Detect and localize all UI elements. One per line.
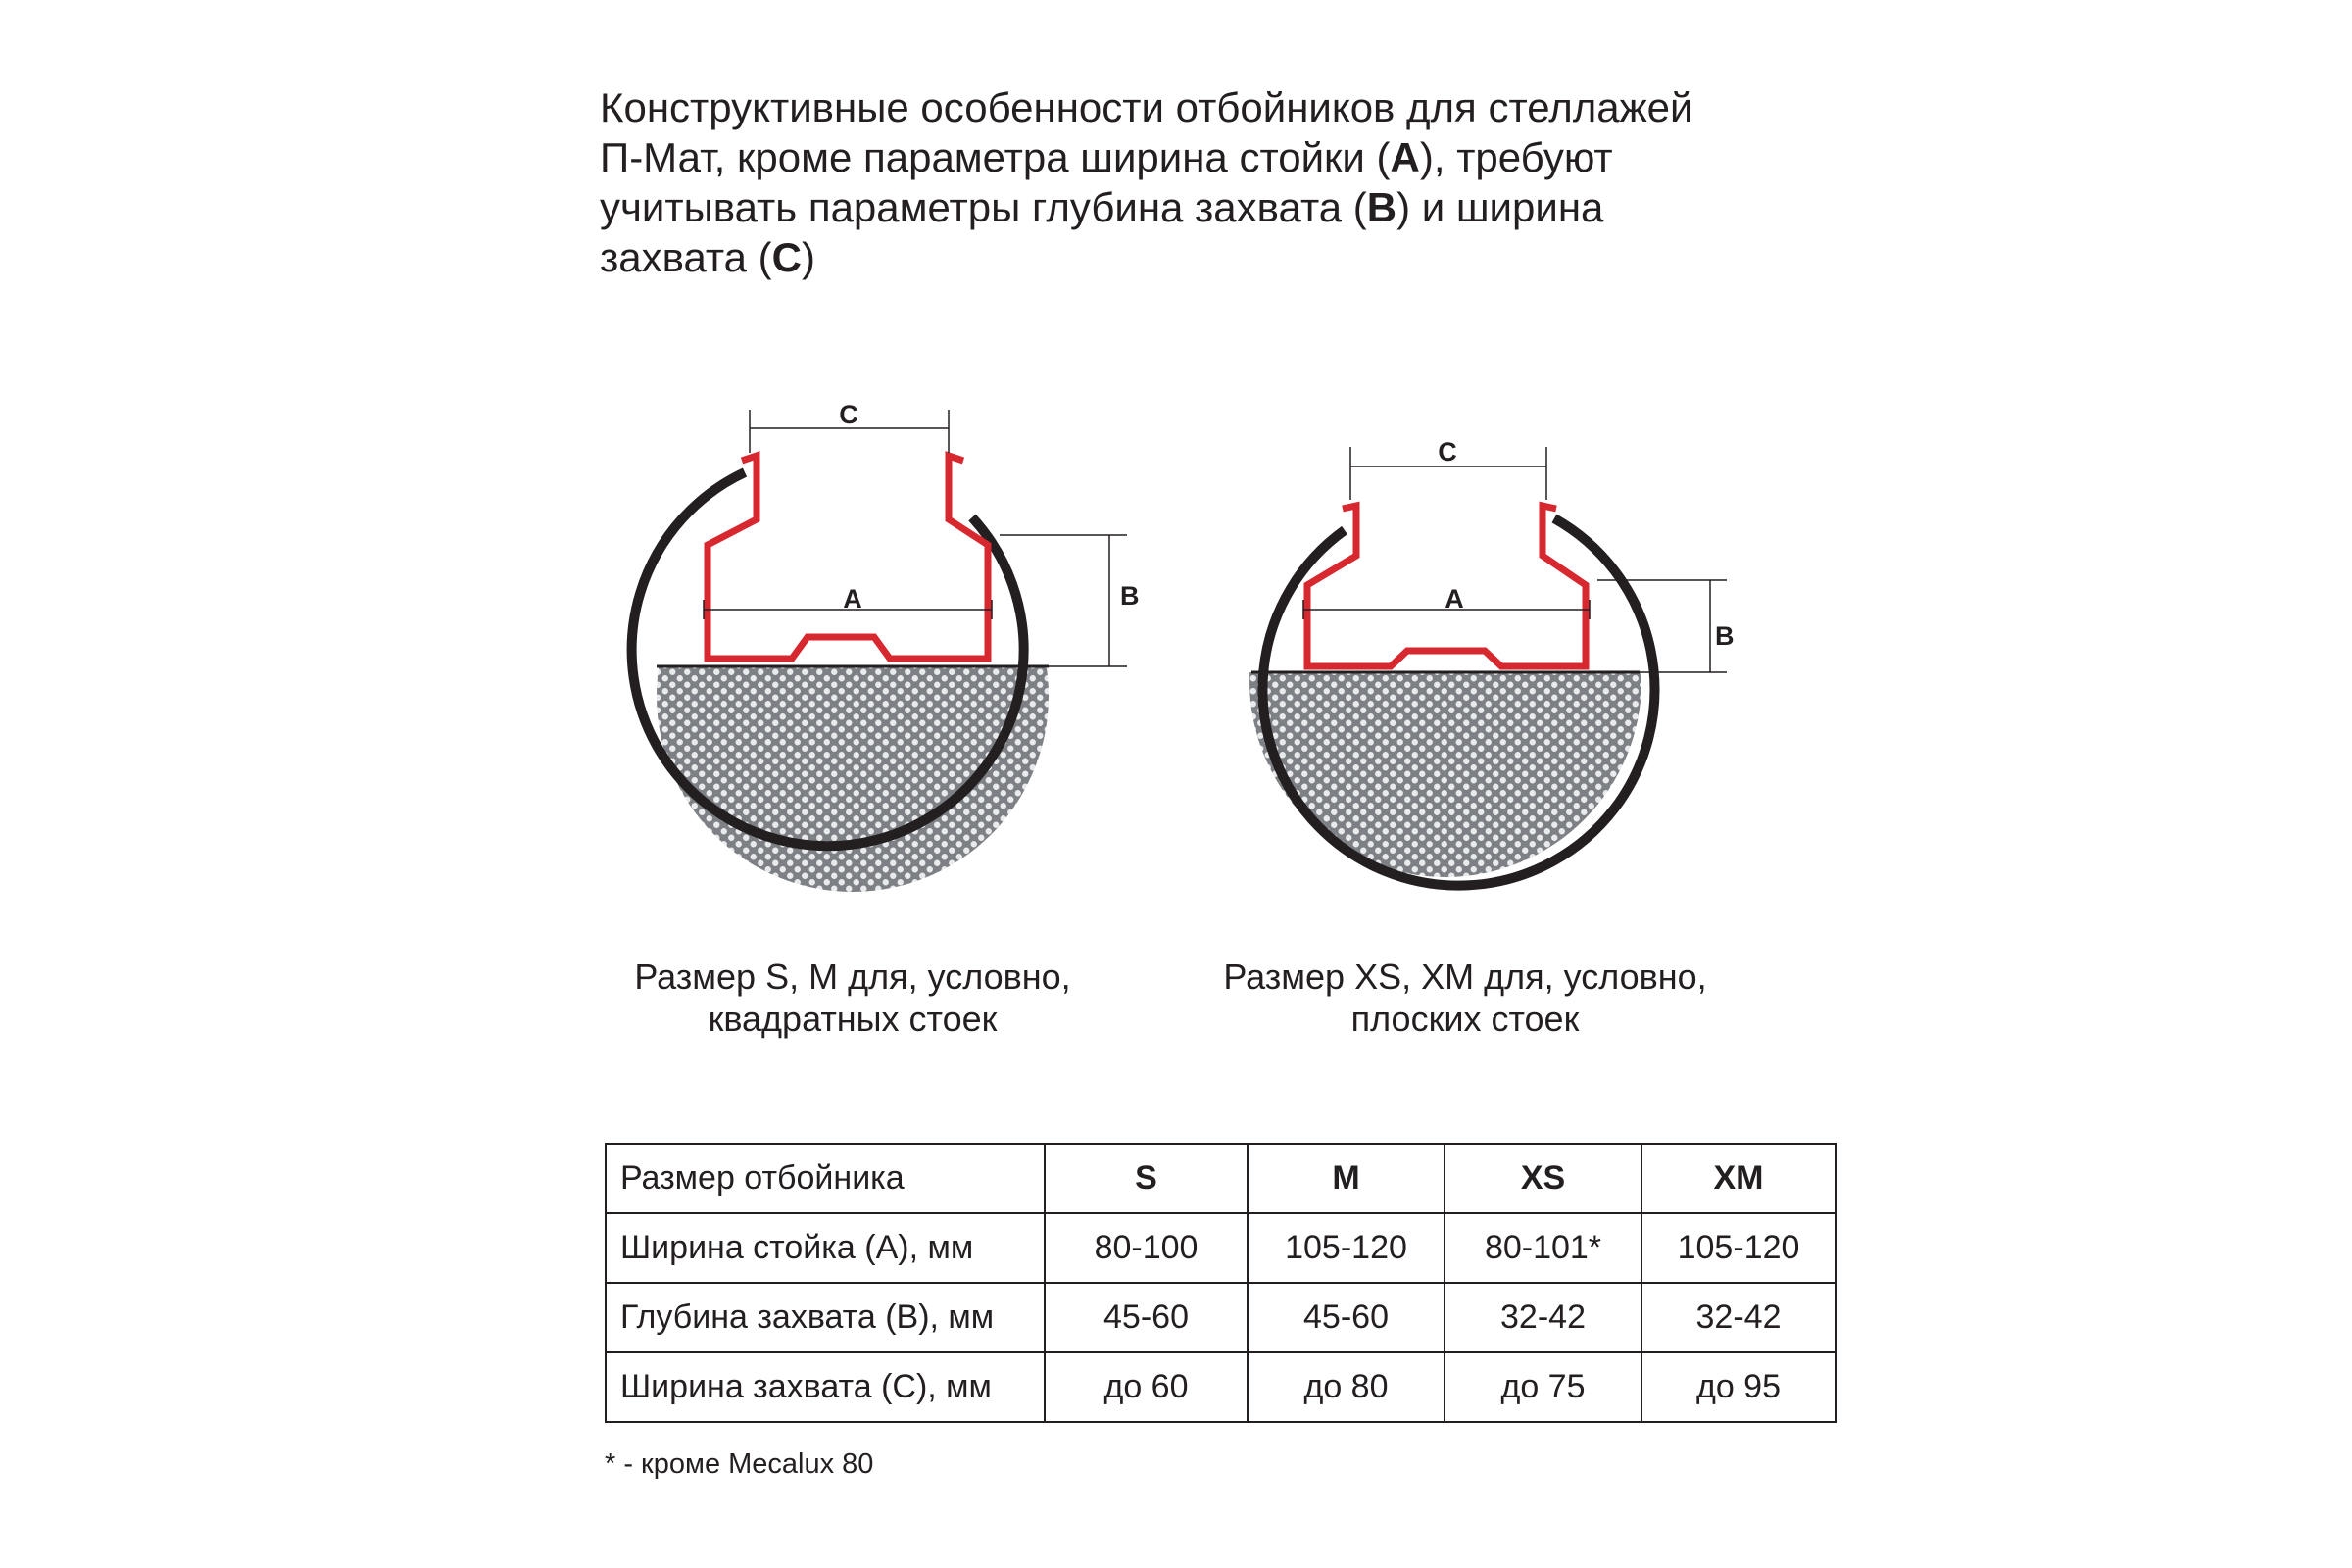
caption-right: Размер XS, XM для, условно, плоских стое…	[1147, 956, 1784, 1040]
table-header-cell: XS	[1444, 1143, 1642, 1214]
caption-right-line-2: плоских стоек	[1350, 999, 1580, 1039]
table-cell: 32-42	[1444, 1282, 1642, 1353]
caption-left: Размер S, M для, условно, квадратных сто…	[549, 956, 1156, 1040]
table-header-cell: M	[1247, 1143, 1446, 1214]
table-header-cell: XM	[1641, 1143, 1837, 1214]
intro-line-4-end: )	[802, 234, 816, 280]
param-c-letter: С	[771, 234, 803, 280]
intro-line-3-end: ) и ширина	[1396, 184, 1604, 230]
table-cell: 105-120	[1247, 1212, 1446, 1284]
table-cell: 32-42	[1641, 1282, 1837, 1353]
intro-line-1: Конструктивные особенности отбойников дл…	[600, 84, 1693, 130]
table-cell: 105-120	[1641, 1212, 1837, 1284]
table-cell: 80-100	[1044, 1212, 1249, 1284]
bumper-ring-left	[626, 467, 1029, 852]
diagram-right: A C B	[1250, 437, 1735, 891]
dimension-c-label-left: C	[839, 400, 858, 429]
table-cell: 45-60	[1247, 1282, 1446, 1353]
dimension-a-label-right: A	[1445, 584, 1464, 613]
bumper-size-table: Размер отбойника S M XS XM Ширина стойка…	[605, 1143, 1837, 1423]
diagram-left: A C B	[626, 400, 1140, 892]
footnote: * - кроме Mecalux 80	[605, 1448, 874, 1480]
table-row: Ширина захвата (С), мм до 60 до 80 до 75…	[605, 1351, 1837, 1423]
table-cell: до 80	[1247, 1351, 1446, 1423]
table-cell: до 95	[1641, 1351, 1837, 1423]
table-header-row: Размер отбойника S M XS XM	[605, 1143, 1837, 1214]
table-header-cell: S	[1044, 1143, 1249, 1214]
dimension-c-label-right: C	[1438, 437, 1457, 466]
table-row: Глубина захвата (В), мм 45-60 45-60 32-4…	[605, 1282, 1837, 1353]
table-header-cell: Размер отбойника	[605, 1143, 1046, 1214]
intro-line-2-end: ), требуют	[1419, 134, 1613, 180]
intro-line-4: захвата (	[600, 234, 772, 280]
intro-text: Конструктивные особенности отбойников дл…	[600, 82, 1874, 282]
rack-profile-right	[1303, 501, 1590, 670]
param-a-letter: А	[1390, 134, 1420, 180]
caption-right-line-1: Размер XS, XM для, условно,	[1223, 956, 1707, 997]
table-cell: 45-60	[1044, 1282, 1249, 1353]
dimension-b-label-right: B	[1715, 621, 1735, 651]
caption-left-line-2: квадратных стоек	[708, 999, 998, 1039]
perforated-fill-left	[657, 666, 1049, 892]
dimension-a-label-left: A	[843, 584, 862, 613]
table-cell: до 75	[1444, 1351, 1642, 1423]
table-row-label: Ширина захвата (С), мм	[605, 1351, 1046, 1423]
table-row: Ширина стойка (А), мм 80-100 105-120 80-…	[605, 1212, 1837, 1284]
table-cell: 80-101*	[1444, 1212, 1642, 1284]
intro-line-2: П-Мат, кроме параметра ширина стойки (	[600, 134, 1391, 180]
dimension-b-label-left: B	[1120, 581, 1140, 611]
param-b-letter: В	[1366, 184, 1397, 230]
table-row-label: Ширина стойка (А), мм	[605, 1212, 1046, 1284]
rack-profile-left	[704, 451, 992, 662]
caption-left-line-1: Размер S, M для, условно,	[634, 956, 1071, 997]
bumper-ring-right	[1257, 514, 1660, 891]
perforated-fill-right	[1250, 672, 1642, 877]
table-cell: до 60	[1044, 1351, 1249, 1423]
intro-line-3: учитывать параметры глубина захвата (	[600, 184, 1367, 230]
table-row-label: Глубина захвата (В), мм	[605, 1282, 1046, 1353]
